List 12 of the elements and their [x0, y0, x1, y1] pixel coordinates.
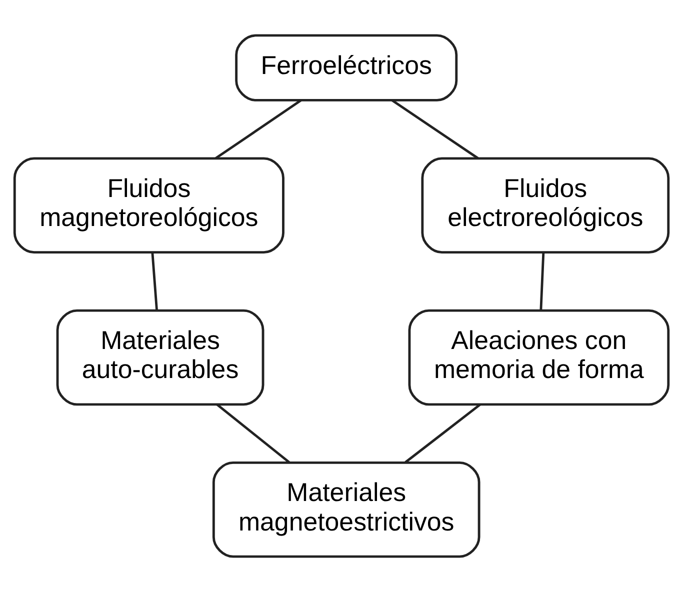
- node-box: Materiales magnetoestrictivos: [212, 460, 480, 558]
- connector: [391, 98, 479, 159]
- connector: [215, 98, 302, 159]
- connector: [404, 403, 481, 463]
- node-box: Aleaciones con memoria de forma: [408, 308, 670, 406]
- node-box: Fluidos electroreológicos: [421, 156, 670, 254]
- connector: [540, 252, 545, 310]
- node-box: Ferroeléctricos: [235, 34, 458, 101]
- connector: [151, 252, 158, 310]
- node-box: Materiales auto-curables: [56, 308, 264, 406]
- node-box: Fluidos magnetoreológicos: [13, 156, 284, 254]
- connector: [216, 403, 290, 463]
